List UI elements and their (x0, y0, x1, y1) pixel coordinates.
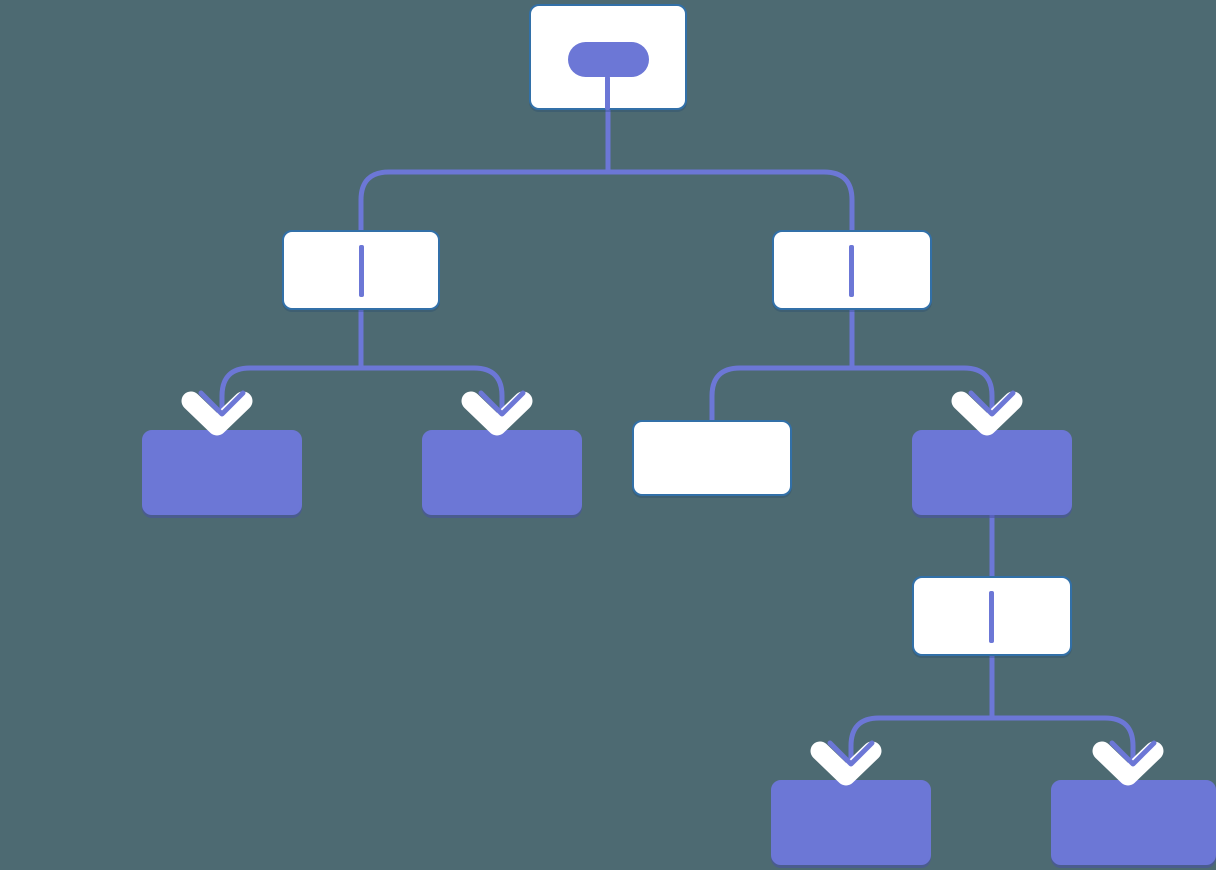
branch-node-deep[interactable] (912, 430, 1072, 515)
leaf-node-one[interactable] (142, 430, 302, 515)
leaf-node-four[interactable] (771, 780, 931, 865)
leaf-node-three[interactable] (632, 420, 792, 496)
branch-left-inner-line (359, 245, 364, 297)
leaf-node-five[interactable] (1051, 780, 1216, 865)
leaf-node-two[interactable] (422, 430, 582, 515)
root-node-stem (605, 76, 610, 110)
root-node-pill (568, 42, 649, 77)
sub-branch-inner-line (989, 591, 994, 643)
branch-right-inner-line (849, 245, 854, 297)
